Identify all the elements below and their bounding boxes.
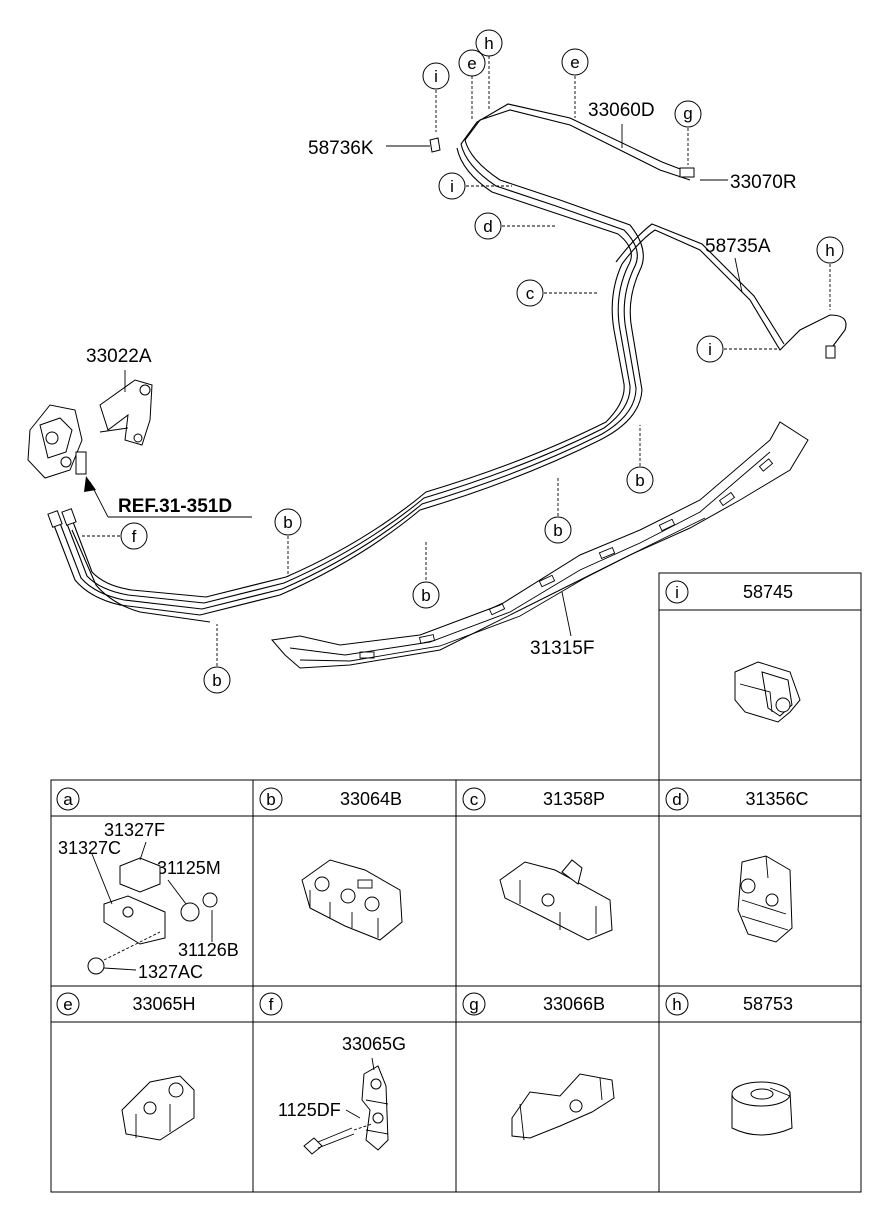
brake-tube-bundle bbox=[47, 103, 847, 623]
svg-text:h: h bbox=[825, 241, 834, 260]
clip-33064B-icon bbox=[301, 859, 403, 941]
cell-f: f 33065G 1125DF bbox=[259, 992, 406, 1155]
clip-33065G-icon bbox=[303, 1057, 389, 1155]
cell-g-part: 33066B bbox=[543, 994, 605, 1014]
svg-text:f: f bbox=[269, 995, 274, 1014]
svg-text:b: b bbox=[421, 586, 430, 605]
label-31315F: 31315F bbox=[530, 638, 594, 659]
callout-i-1: i bbox=[422, 62, 450, 90]
svg-text:e: e bbox=[570, 53, 579, 72]
label-33022A: 33022A bbox=[86, 346, 152, 367]
grommet-58753-icon bbox=[731, 1081, 793, 1136]
callout-c-1: c bbox=[516, 279, 544, 307]
callout-b-4: b bbox=[626, 466, 654, 494]
cell-d-part: 31356C bbox=[745, 789, 808, 809]
cell-a: a 31327F 31327C 31125M 31126B 1327AC bbox=[56, 787, 239, 982]
label-31125M: 31125M bbox=[157, 858, 221, 878]
clip-31358P-icon bbox=[499, 859, 613, 941]
svg-text:g: g bbox=[683, 104, 692, 123]
cell-h-part: 58753 bbox=[743, 994, 793, 1014]
callout-d-1: d bbox=[474, 212, 502, 240]
cell-e-part: 33065H bbox=[132, 994, 195, 1014]
svg-text:e: e bbox=[63, 995, 72, 1014]
svg-text:a: a bbox=[63, 790, 73, 809]
svg-text:c: c bbox=[526, 284, 535, 303]
callout-e-1: e bbox=[458, 49, 486, 77]
callout-i-3: i bbox=[696, 335, 724, 363]
label-1125DF: 1125DF bbox=[278, 1100, 341, 1120]
label-58736K: 58736K bbox=[308, 138, 374, 159]
callout-b-2: b bbox=[412, 581, 440, 609]
leader-lines bbox=[82, 56, 831, 666]
cell-i: i 58745 bbox=[665, 580, 801, 723]
cell-c-part: 31358P bbox=[543, 789, 605, 809]
callout-i-2: i bbox=[438, 172, 466, 200]
svg-text:i: i bbox=[434, 67, 438, 86]
part-labels: 58736K 33060D 33070R 58735A 33022A REF.3… bbox=[86, 100, 797, 659]
label-31327F: 31327F bbox=[104, 820, 165, 840]
callout-f-1: f bbox=[120, 522, 148, 550]
svg-text:b: b bbox=[553, 521, 562, 540]
label-31327C: 31327C bbox=[58, 838, 121, 858]
cell-h: h 58753 bbox=[665, 992, 793, 1136]
callout-g-1: g bbox=[674, 100, 702, 128]
svg-text:g: g bbox=[469, 995, 478, 1014]
svg-text:b: b bbox=[635, 471, 644, 490]
parts-table-grid bbox=[50, 572, 862, 1193]
clip-assembly-a-icon bbox=[87, 841, 218, 975]
cell-g: g 33066B bbox=[462, 992, 615, 1141]
clip-31356C-icon bbox=[737, 855, 793, 943]
label-33060D: 33060D bbox=[588, 100, 655, 121]
label-31126B: 31126B bbox=[178, 940, 239, 960]
cell-i-part: 58745 bbox=[743, 582, 793, 602]
svg-text:c: c bbox=[470, 790, 479, 809]
svg-text:b: b bbox=[283, 513, 292, 532]
label-1327AC: 1327AC bbox=[138, 962, 203, 982]
callout-e-2: e bbox=[561, 48, 589, 76]
callout-h-2: h bbox=[816, 236, 844, 264]
clip-33065H-icon bbox=[121, 1075, 195, 1141]
svg-text:h: h bbox=[672, 995, 681, 1014]
label-33070R: 33070R bbox=[730, 172, 797, 193]
svg-text:b: b bbox=[266, 790, 275, 809]
svg-text:d: d bbox=[483, 217, 492, 236]
cell-e: e 33065H bbox=[56, 992, 196, 1141]
label-ref-31-351D: REF.31-351D bbox=[118, 496, 232, 517]
callout-circles: i e h e g i d c h i f b b b b b bbox=[120, 29, 844, 694]
svg-text:d: d bbox=[672, 790, 681, 809]
clip-58745-icon bbox=[734, 661, 801, 723]
svg-text:h: h bbox=[484, 34, 493, 53]
abs-module bbox=[27, 379, 153, 479]
svg-text:i: i bbox=[450, 177, 454, 196]
crossmember-rail bbox=[271, 421, 809, 669]
svg-text:e: e bbox=[467, 54, 476, 73]
callout-b-3: b bbox=[544, 516, 572, 544]
label-33065G: 33065G bbox=[342, 1034, 406, 1054]
svg-text:f: f bbox=[132, 527, 137, 546]
cell-b: b 33064B bbox=[259, 787, 403, 941]
callout-h-1: h bbox=[475, 29, 503, 57]
svg-text:i: i bbox=[675, 583, 679, 602]
label-58735A: 58735A bbox=[705, 236, 771, 257]
svg-text:b: b bbox=[212, 671, 221, 690]
callout-b-5: b bbox=[203, 666, 231, 694]
rail-slots bbox=[359, 458, 774, 659]
clip-33066B-icon bbox=[511, 1073, 615, 1141]
svg-text:i: i bbox=[708, 340, 712, 359]
cell-c: c 31358P bbox=[462, 787, 613, 941]
callout-b-1: b bbox=[274, 508, 302, 536]
cell-b-part: 33064B bbox=[340, 789, 402, 809]
cell-d: d 31356C bbox=[665, 787, 809, 943]
